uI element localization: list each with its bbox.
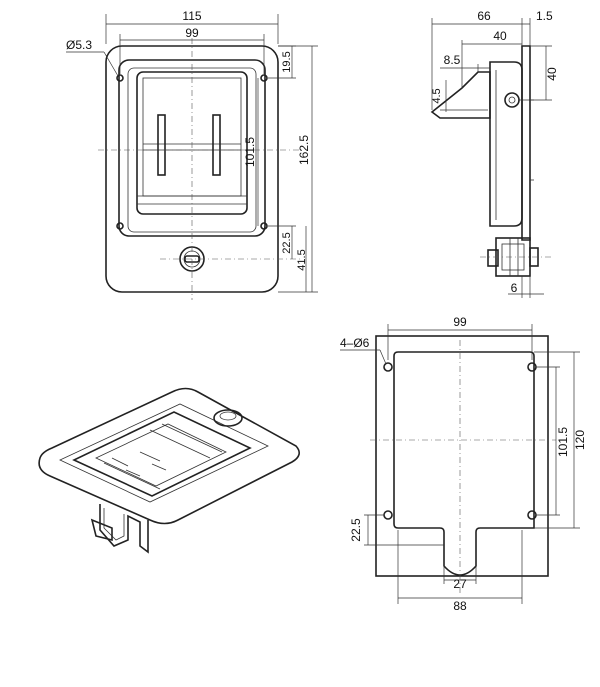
cutout-outline [393,351,535,576]
iso-latch [99,504,149,554]
cutout-dim-hole-callout: 4–Ø6 [340,336,370,350]
front-dim-inner-width: 99 [185,26,199,40]
side-dim-handle-tab: 8.5 [444,53,461,67]
side-view: 66 1.5 40 8.5 4.5 40 6 [430,9,559,298]
front-dim-lock-offset: 22.5 [281,232,293,253]
side-dim-tab-height: 4.5 [431,88,443,103]
iso-plate-outline [38,387,300,525]
cutout-view: 4–Ø6 99 101.5 120 22.5 27 88 [340,315,587,613]
cutout-dim-hole-spacing-x: 99 [453,315,467,329]
cutout-dim-cutout-height: 120 [573,430,587,450]
side-dim-overall-depth: 66 [477,9,491,23]
side-dim-lock-thickness: 6 [511,281,518,295]
front-dim-inner-height: 101.5 [243,137,257,167]
front-plate-outline [105,45,279,293]
front-hole-icons [116,74,268,230]
side-dim-top-height: 40 [545,67,559,81]
isometric-view [38,387,300,554]
front-bar-right [212,114,221,176]
iso-lock-icon [213,409,243,427]
cutout-dim-bottom-offset: 22.5 [349,518,363,542]
front-dim-overall-width: 115 [182,9,201,23]
side-body-outline [521,45,531,241]
side-dim-handle-depth: 40 [493,29,507,43]
cutout-dim-notch-width: 27 [453,577,467,591]
front-dim-hole: Ø5.3 [66,38,92,52]
front-handle-paddle [136,71,248,215]
front-dim-overall-height: 162.5 [297,135,311,165]
side-dim-flange: 1.5 [536,9,553,23]
cutout-dim-hole-spacing-y: 101.5 [556,427,570,457]
front-bar-left [157,114,166,176]
front-dim-bottom: 41.5 [296,249,308,270]
front-view: 115 99 Ø5.3 19.5 101.5 162.5 22.5 41.5 [66,9,318,300]
cutout-panel [375,335,549,577]
cutout-dim-cutout-width: 88 [453,599,467,613]
front-dim-top-offset: 19.5 [281,51,293,72]
